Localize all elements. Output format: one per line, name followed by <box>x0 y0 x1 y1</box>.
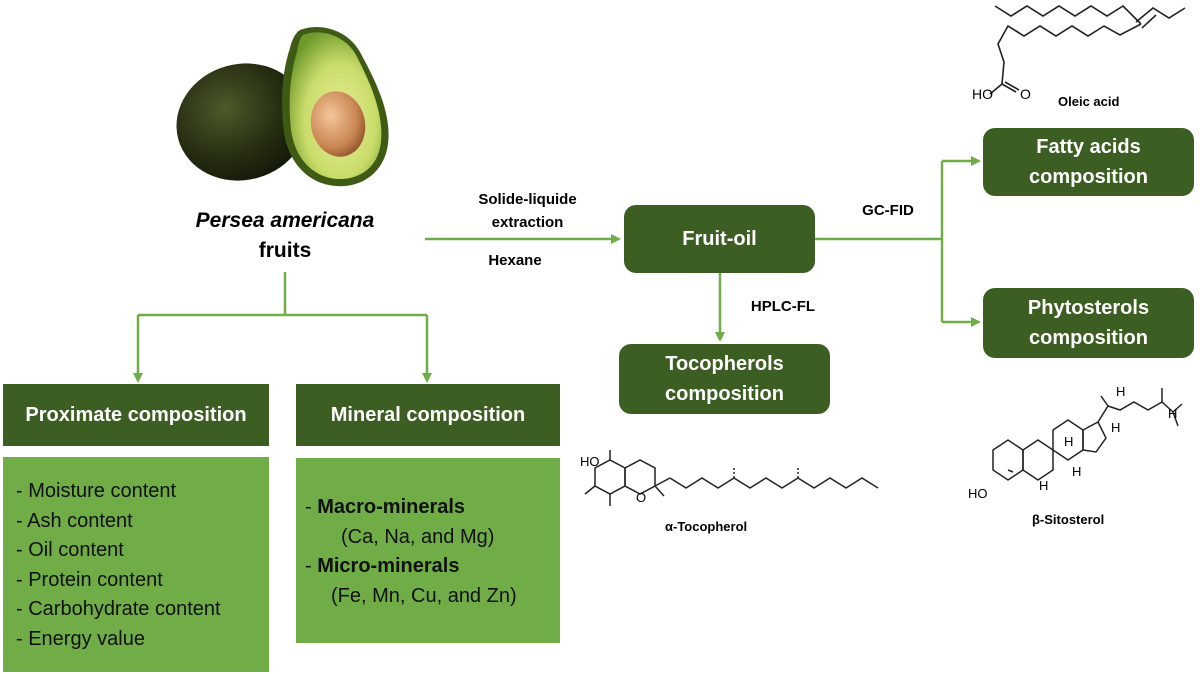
phytosterols-node: Phytosterols composition <box>983 288 1194 358</box>
proximate-item: - Oil content <box>16 539 124 561</box>
tocopherols-node: Tocopherols composition <box>619 344 830 414</box>
micro-dash: - <box>305 555 318 577</box>
oleic-acid-caption: Oleic acid <box>1058 94 1120 109</box>
tocopherol-atom-o: O <box>636 490 646 505</box>
tocopherol-caption: α-Tocopherol <box>665 519 748 534</box>
fatty-acids-line1: Fatty acids <box>1036 136 1141 158</box>
sitosterol-atom-h: H <box>1039 478 1048 493</box>
mineral-composition-label: Mineral composition <box>330 403 526 426</box>
tocopherol-atom-ho: HO <box>580 454 600 469</box>
mineral-list: - Macro-minerals (Ca, Na, and Mg) - Micr… <box>296 458 560 643</box>
phytosterols-line2: composition <box>1029 327 1148 349</box>
extraction-solvent: Hexane <box>488 252 542 269</box>
oleic-atom-o: O <box>1020 86 1031 102</box>
extraction-method: Solide-liquide extraction <box>440 188 615 234</box>
fruit-oil-node: Fruit-oil <box>624 205 815 273</box>
proximate-item: - Protein content <box>16 568 163 591</box>
extraction-method-line1: Solide-liquide <box>478 191 577 208</box>
species-name: Persea americana <box>195 209 375 232</box>
oleic-acid-structure: HO O <box>972 4 1186 102</box>
fatty-acids-line2: composition <box>1029 166 1148 188</box>
micro-minerals-list: (Fe, Mn, Cu, and Zn) <box>331 584 517 607</box>
fruit-oil-label: Fruit-oil <box>682 227 757 250</box>
gc-fid-label: GC-FID <box>862 202 914 219</box>
mineral-composition-header: Mineral composition <box>296 384 560 446</box>
sitosterol-atom-ho: HO <box>968 486 988 501</box>
avocado-pit <box>310 91 366 157</box>
macro-minerals-row: - Macro-minerals <box>305 493 560 523</box>
extraction-method-line2: extraction <box>491 214 564 231</box>
proximate-item: - Moisture content <box>16 480 177 502</box>
macro-dash: - <box>305 496 318 518</box>
proximate-list: - Moisture content - Ash content - Oil c… <box>3 457 269 672</box>
hplc-fl-label: HPLC-FL <box>750 298 816 315</box>
whole-avocado <box>176 63 308 181</box>
proximate-item: - Energy value <box>16 627 145 650</box>
micro-minerals-label: Micro-minerals <box>317 555 460 577</box>
macro-minerals-list: (Ca, Na, and Mg) <box>341 525 495 548</box>
source-fruits: fruits <box>258 239 312 262</box>
micro-minerals-row: - Micro-minerals <box>305 552 560 582</box>
tocopherols-line1: Tocopherols <box>665 353 784 375</box>
sitosterol-atom-h: H <box>1111 420 1120 435</box>
phytosterols-line1: Phytosterols <box>1027 297 1150 319</box>
proximate-composition-header: Proximate composition <box>3 384 269 446</box>
proximate-composition-label: Proximate composition <box>25 403 247 426</box>
sitosterol-caption: β-Sitosterol <box>1032 512 1105 527</box>
fatty-acids-node: Fatty acids composition <box>983 128 1194 196</box>
sitosterol-structure: HO H H H H H H <box>968 384 1183 501</box>
proximate-item: - Carbohydrate content <box>16 598 221 620</box>
macro-minerals-label: Macro-minerals <box>317 496 466 518</box>
tocopherol-structure: HO O <box>580 450 879 506</box>
sitosterol-atom-h: H <box>1072 464 1081 479</box>
sitosterol-atom-h: H <box>1168 406 1177 421</box>
source-label: Persea americana fruits <box>170 206 400 266</box>
sitosterol-atom-h: H <box>1064 434 1073 449</box>
sitosterol-atom-h: H <box>1116 384 1125 399</box>
avocado-image <box>176 26 389 187</box>
oleic-atom-ho: HO <box>972 86 993 102</box>
tocopherols-line2: composition <box>665 383 784 405</box>
proximate-item: - Ash content <box>16 509 133 532</box>
